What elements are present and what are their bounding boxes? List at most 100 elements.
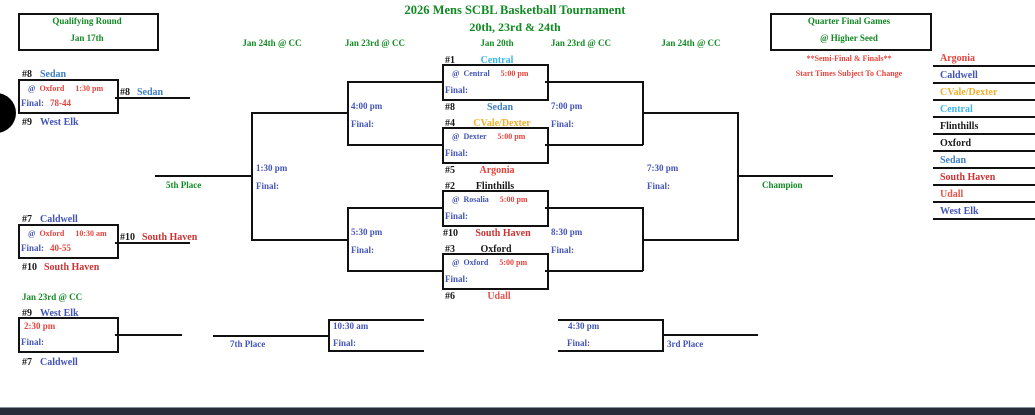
tournament-title: 2026 Mens SCBL Basketball Tournament: [404, 3, 626, 17]
team-list-item: Caldwell: [940, 70, 978, 81]
team-list-underline: [933, 116, 1035, 118]
seed-label: #8: [22, 69, 32, 80]
place-label-5th: 5th Place: [166, 180, 202, 190]
final-label: Final:: [256, 181, 280, 191]
final-label: Final:: [351, 245, 375, 255]
team-name: Oxford: [480, 244, 512, 255]
bracket-line: [328, 350, 424, 352]
seed-label: #5: [445, 165, 455, 176]
team-list-underline: [933, 201, 1035, 203]
team-name: Caldwell: [40, 214, 78, 225]
team-name: Flinthills: [475, 181, 515, 192]
final-label: Final:: [445, 85, 469, 95]
team-list-item: Oxford: [940, 138, 972, 149]
game-box: [442, 253, 549, 290]
bracket-line: [545, 207, 643, 209]
time-label: 4:00 pm: [351, 101, 383, 111]
team-name: CVale/Dexter: [473, 118, 531, 129]
team-name: West Elk: [40, 117, 79, 128]
winner-name: Sedan: [137, 87, 164, 98]
time-label: 4:30 pm: [568, 321, 600, 331]
black-circle-decoration: [0, 93, 16, 133]
bracket-line: [642, 112, 739, 114]
team-name: Udall: [487, 291, 511, 302]
team-name: South Haven: [475, 228, 531, 239]
team-list-item: Central: [940, 104, 973, 115]
at-sign: @: [452, 258, 460, 267]
time-label: 1:30 pm: [75, 84, 104, 93]
team-list-underline: [933, 99, 1035, 101]
team-list-item: Udall: [940, 189, 964, 200]
seed-label: #7: [22, 214, 32, 225]
bracket-line: [545, 270, 643, 272]
venue-label: Central: [463, 69, 490, 78]
team-list-underline: [933, 82, 1035, 84]
team-list-item: Flinthills: [940, 121, 979, 132]
seed-label: #3: [445, 244, 455, 255]
time-label: 5:00 pm: [500, 69, 529, 78]
bracket-line: [347, 144, 442, 146]
at-sign: @: [28, 84, 36, 93]
time-label: 5:30 pm: [351, 227, 383, 237]
time-label: 8:30 pm: [551, 227, 583, 237]
final-label: Final:: [551, 245, 575, 255]
final-label: Final:: [445, 211, 469, 221]
seed-label: #7: [22, 357, 32, 368]
team-name: Central: [480, 55, 514, 66]
winner-seed: #10: [120, 232, 135, 243]
bracket-line: [545, 81, 643, 83]
game-box: [18, 224, 119, 259]
bracket-line: [545, 144, 643, 146]
bracket-line: [347, 207, 442, 209]
final-label: Final:: [551, 119, 575, 129]
team-list-underline: [933, 167, 1035, 169]
seed-label: #9: [22, 117, 32, 128]
at-sign: @: [28, 229, 36, 238]
team-list-item: Sedan: [940, 155, 967, 166]
bracket-line: [328, 319, 330, 352]
game-venue-time: @Rosalia 5:00 pm: [452, 195, 528, 205]
bracket-line: [251, 112, 253, 240]
at-sign: @: [452, 132, 460, 141]
quarterfinal-seed-note: @ Higher Seed: [820, 33, 878, 43]
place-label-3rd: 3rd Place: [667, 339, 704, 349]
winner-name: South Haven: [142, 232, 198, 243]
at-sign: @: [452, 195, 460, 204]
final-label: Final:: [351, 119, 375, 129]
score-value: 78-44: [50, 98, 72, 108]
seed-label: #1: [445, 55, 455, 66]
game-final-line: Final:40-55: [21, 243, 71, 254]
time-label: 1:30 pm: [256, 163, 288, 173]
round-header-jan24-right: Jan 24th @ CC: [661, 38, 721, 48]
final-label: Final:: [445, 274, 469, 284]
team-list-underline: [933, 218, 1035, 220]
team-name: Sedan: [40, 69, 67, 80]
bracket-line: [642, 239, 739, 241]
bracket-line: [558, 319, 663, 321]
bracket-line: [251, 112, 348, 114]
bracket-line: [558, 350, 663, 352]
team-name: West Elk: [40, 308, 79, 319]
venue-label: Rosalia: [463, 195, 489, 204]
bracket-line: [347, 81, 442, 83]
bracket-line: [115, 334, 182, 336]
game-box: [442, 127, 549, 164]
time-label: 10:30 am: [75, 229, 107, 238]
time-label: 5:00 pm: [499, 195, 528, 204]
game-box: [442, 64, 549, 101]
note-times-subject-change: Start Times Subject To Change: [795, 69, 903, 78]
time-label: 7:00 pm: [551, 101, 583, 111]
quarterfinal-box: [770, 13, 932, 51]
final-label: Final:: [445, 148, 469, 158]
bracket-line: [213, 335, 328, 337]
time-label: 10:30 am: [333, 321, 369, 331]
team-list-underline: [933, 133, 1035, 135]
round-header-jan23-bottom: Jan 23rd @ CC: [22, 292, 83, 302]
team-name: Caldwell: [40, 357, 78, 368]
bracket-line: [347, 270, 442, 272]
team-list-underline: [933, 184, 1035, 186]
